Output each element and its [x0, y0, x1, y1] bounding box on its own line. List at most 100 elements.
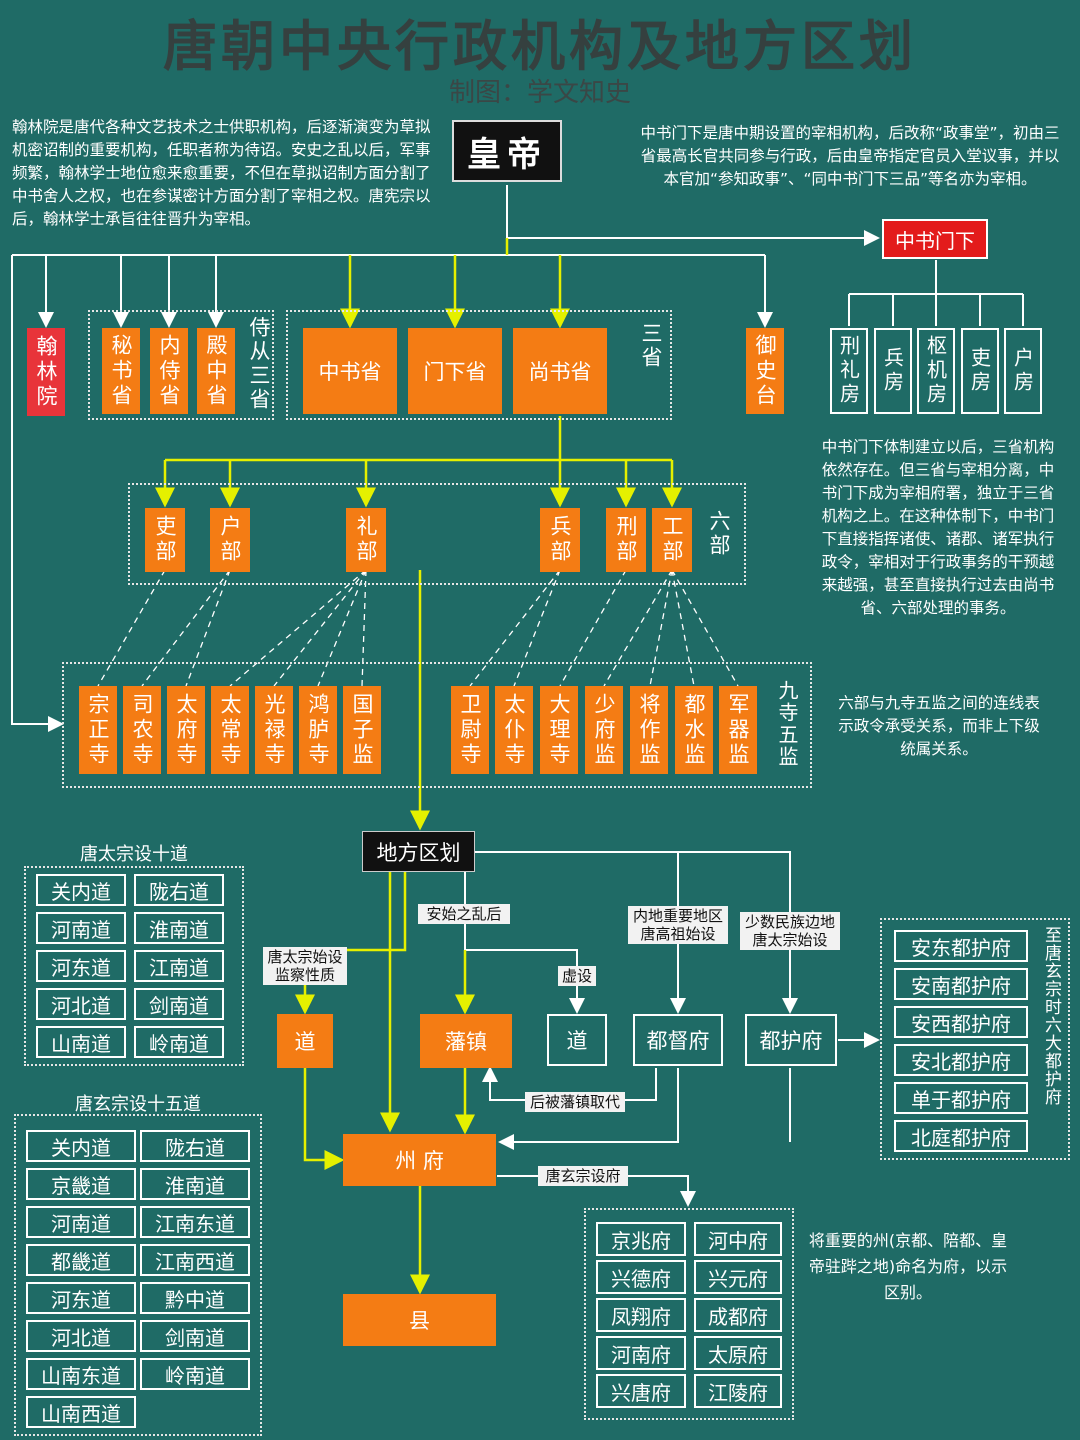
- duhu-list-label: 至唐玄宗时六大都护府: [1041, 926, 1061, 1106]
- duhu-item: 单于都护府: [894, 1082, 1028, 1114]
- hubu: 户部: [210, 508, 250, 572]
- sinong-si: 司农寺: [123, 686, 161, 774]
- taizong-dao-item: 淮南道: [134, 912, 224, 944]
- sansheng-label: 三省: [639, 322, 663, 370]
- page-title: 唐朝中央行政机构及地方区划: [163, 14, 917, 78]
- fu-item: 兴元府: [694, 1260, 782, 1294]
- xuanzong-fu-label: 唐玄宗设府: [538, 1166, 628, 1186]
- guozi-jian: 国子监: [343, 686, 381, 774]
- fu-item: 太原府: [694, 1336, 782, 1370]
- liubu-label: 六部: [707, 510, 731, 558]
- xuanzong-dao-item: 岭南道: [140, 1358, 250, 1390]
- xuanzong-dao-group: [14, 1114, 262, 1436]
- fu-item: 兴德府: [596, 1260, 686, 1294]
- fu-item: 江陵府: [694, 1374, 782, 1408]
- fu-item: 河中府: [694, 1222, 782, 1256]
- taizong-dao-item: 江南道: [134, 950, 224, 982]
- fu-item: 兴唐府: [596, 1374, 686, 1408]
- xuanzong-dao-item: 淮南道: [140, 1168, 250, 1200]
- sansheng-group: [286, 310, 672, 420]
- xuanzong-dao-item: 江南西道: [140, 1244, 250, 1276]
- junqi-jian: 军器监: [719, 686, 757, 774]
- shicong-label: 侍从三省: [247, 316, 271, 412]
- xuanzong-dao-item: 山南东道: [26, 1358, 136, 1390]
- taizong-dao-item: 陇右道: [134, 874, 224, 906]
- jiangzuo-jian: 将作监: [630, 686, 668, 774]
- duhu-label: 少数民族边地唐太宗始设: [740, 912, 840, 950]
- dushui-jian: 都水监: [675, 686, 713, 774]
- fu-note: 将重要的州(京都、陪都、皇帝驻跸之地)命名为府，以示区别。: [808, 1231, 1008, 1302]
- jiusi-label: 九寺五监: [775, 680, 799, 768]
- dao-label: 唐太宗始设监察性质: [263, 947, 347, 985]
- dao2-box: 道: [547, 1014, 607, 1066]
- room-xingli: 刑礼房: [830, 328, 868, 414]
- duhu-item: 安南都护府: [894, 968, 1028, 1000]
- shaofu-jian: 少府监: [585, 686, 623, 774]
- duhufu-box: 都护府: [745, 1014, 837, 1066]
- room-bing: 兵房: [874, 328, 912, 414]
- dudu-label: 内地重要地区唐高祖始设: [628, 906, 728, 944]
- taizong-dao-item: 山南道: [36, 1026, 126, 1058]
- gongbu: 工部: [652, 508, 692, 572]
- taifu-si: 太府寺: [167, 686, 205, 774]
- taizong-dao-item: 岭南道: [134, 1026, 224, 1058]
- dudufu-box: 都督府: [633, 1014, 723, 1066]
- xushe-label: 虚设: [558, 966, 596, 986]
- jiusi-group: [62, 662, 812, 788]
- neishi-sheng: 内侍省: [150, 328, 188, 414]
- duhu-list-group: [880, 918, 1070, 1160]
- taizong-dao-group: [24, 866, 244, 1066]
- xuanzong-dao-item: 都畿道: [26, 1244, 136, 1276]
- dao-box: 道: [277, 1014, 333, 1068]
- emperor-box: 皇帝: [452, 120, 562, 182]
- taizong-dao-item: 剑南道: [134, 988, 224, 1020]
- replaced-label: 后被藩镇取代: [525, 1092, 625, 1112]
- anshi-label: 安始之乱后: [418, 904, 510, 924]
- fu-item: 京兆府: [596, 1222, 686, 1256]
- fu-item: 河南府: [596, 1336, 686, 1370]
- page-subtitle: 制图：学文知史: [448, 78, 631, 108]
- xuanzong-dao-item: 河东道: [26, 1282, 136, 1314]
- xuanzong-dao-item: 河南道: [26, 1206, 136, 1238]
- xingbu: 刑部: [606, 508, 646, 572]
- taizong-dao-item: 河北道: [36, 988, 126, 1020]
- room-shuji: 枢机房: [917, 328, 955, 414]
- libu-personnel: 吏部: [145, 508, 185, 572]
- xuanzong-dao-item: 江南东道: [140, 1206, 250, 1238]
- fu-list-group: [584, 1208, 794, 1420]
- fu-item: 凤翔府: [596, 1298, 686, 1332]
- taizong-dao-item: 关内道: [36, 874, 126, 906]
- xuanzong-dao-item: 山南西道: [26, 1396, 136, 1428]
- duhu-item: 安北都护府: [894, 1044, 1028, 1076]
- duhu-item: 安东都护府: [894, 930, 1028, 962]
- xuanzong-dao-title: 唐玄宗设十五道: [75, 1094, 201, 1115]
- zsmx-box: 中书门下: [882, 219, 988, 259]
- bingbu: 兵部: [540, 508, 580, 572]
- xian-box: 县: [343, 1294, 496, 1346]
- xuanzong-dao-item: 陇右道: [140, 1130, 250, 1162]
- xuanzong-dao-item: 剑南道: [140, 1320, 250, 1352]
- xuanzong-dao-item: 河北道: [26, 1320, 136, 1352]
- xuanzong-dao-item: 黔中道: [140, 1282, 250, 1314]
- mishu-sheng: 秘书省: [102, 328, 140, 414]
- libu-rites: 礼部: [346, 508, 386, 572]
- dianzhong-sheng: 殿中省: [197, 328, 235, 414]
- liubu-group: [128, 483, 746, 585]
- dashed-line-note: 六部与九寺五监之间的连线表示政令承受关系，而非上下级统属关系。: [838, 694, 1040, 758]
- shicong-group: [88, 310, 274, 420]
- duhu-item: 安西都护府: [894, 1006, 1028, 1038]
- zsmx-note: 中书门下是唐中期设置的宰相机构，后改称“政事堂”，初由三省最高长官共同参与行政，…: [640, 124, 1060, 188]
- fanzhen-box: 藩镇: [420, 1014, 512, 1068]
- zongzheng-si: 宗正寺: [79, 686, 117, 774]
- taichang-si: 太常寺: [211, 686, 249, 774]
- taipu-si: 太仆寺: [495, 686, 533, 774]
- shangshu-sheng: 尚书省: [513, 328, 607, 414]
- xuanzong-dao-item: 关内道: [26, 1130, 136, 1162]
- taizong-dao-item: 河南道: [36, 912, 126, 944]
- hanlin-note: 翰林院是唐代各种文艺技术之士供职机构，后逐渐演变为草拟机密诏制的重要机构，任职者…: [12, 118, 431, 228]
- taizong-dao-item: 河东道: [36, 950, 126, 982]
- local-title-box: 地方区划: [362, 831, 475, 872]
- weiwei-si: 卫尉寺: [451, 686, 489, 774]
- zhongshu-sheng: 中书省: [303, 328, 397, 414]
